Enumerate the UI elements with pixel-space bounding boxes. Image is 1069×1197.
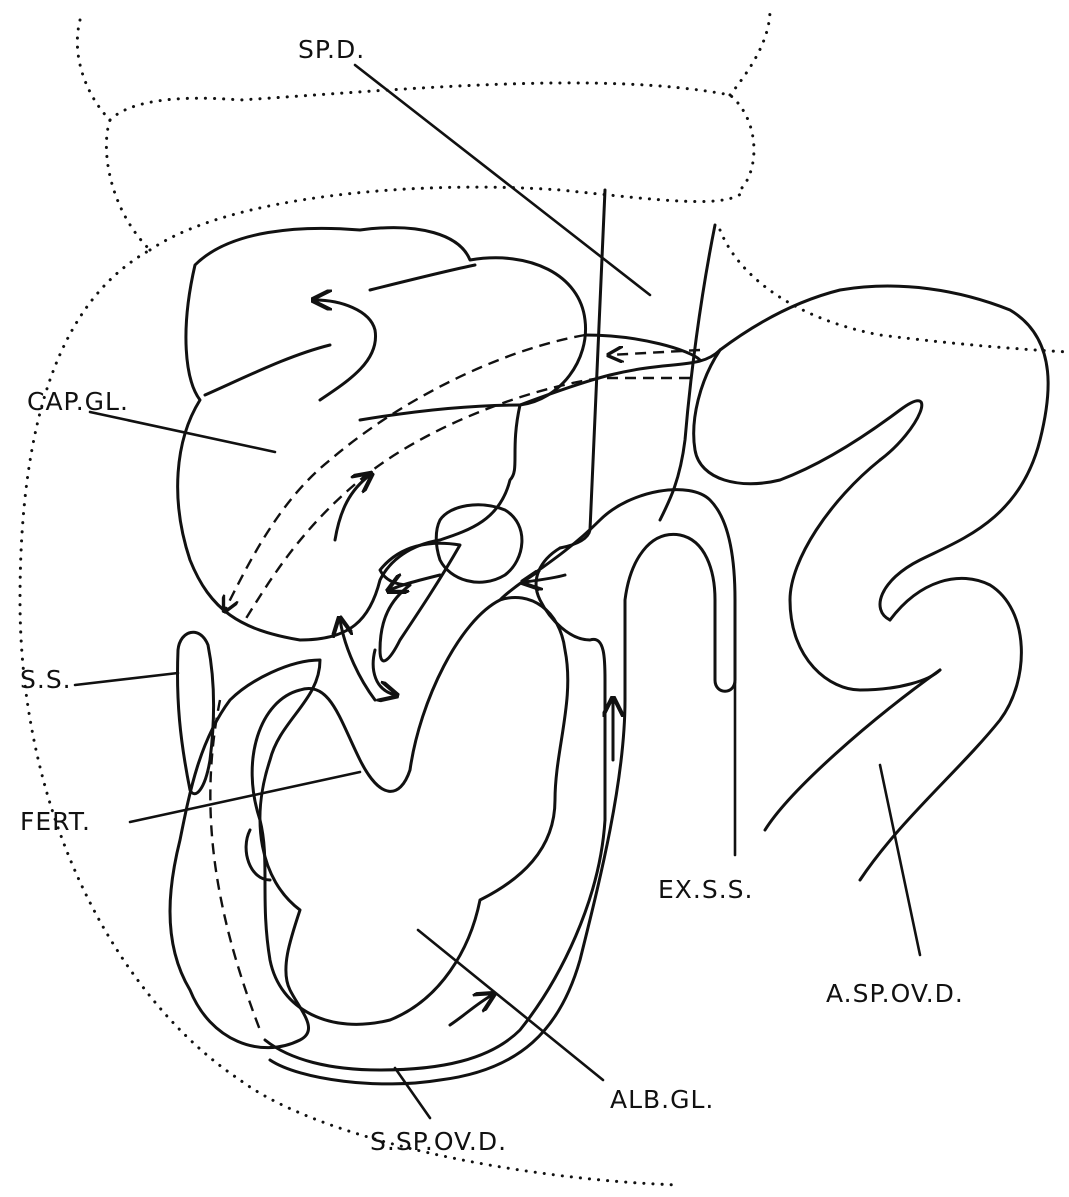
leader-s-s xyxy=(75,673,178,685)
labels: SP.D. CAP.GL. S.S. FERT. EX.S.S. A.SP.OV… xyxy=(20,35,964,1156)
label-sp-d: SP.D. xyxy=(298,35,365,64)
leader-a-sp-ov-d xyxy=(880,765,920,955)
fertilization-chamber xyxy=(170,660,320,1048)
leader-lines xyxy=(75,65,920,1118)
label-alb-gl: ALB.GL. xyxy=(610,1085,714,1114)
leader-sp-d xyxy=(355,65,650,295)
capsule-gland xyxy=(178,228,586,640)
label-a-sp-ov-d: A.SP.OV.D. xyxy=(826,979,964,1008)
leader-fert xyxy=(130,772,360,822)
leader-s-sp-ov-d xyxy=(395,1068,430,1118)
label-ex-s-s: EX.S.S. xyxy=(658,875,754,904)
label-cap-gl: CAP.GL. xyxy=(27,387,129,416)
ducts xyxy=(265,190,1048,1084)
label-s-s: S.S. xyxy=(20,665,72,694)
label-s-sp-ov-d: S.SP.OV.D. xyxy=(370,1127,507,1156)
label-fert: FERT. xyxy=(20,807,91,836)
